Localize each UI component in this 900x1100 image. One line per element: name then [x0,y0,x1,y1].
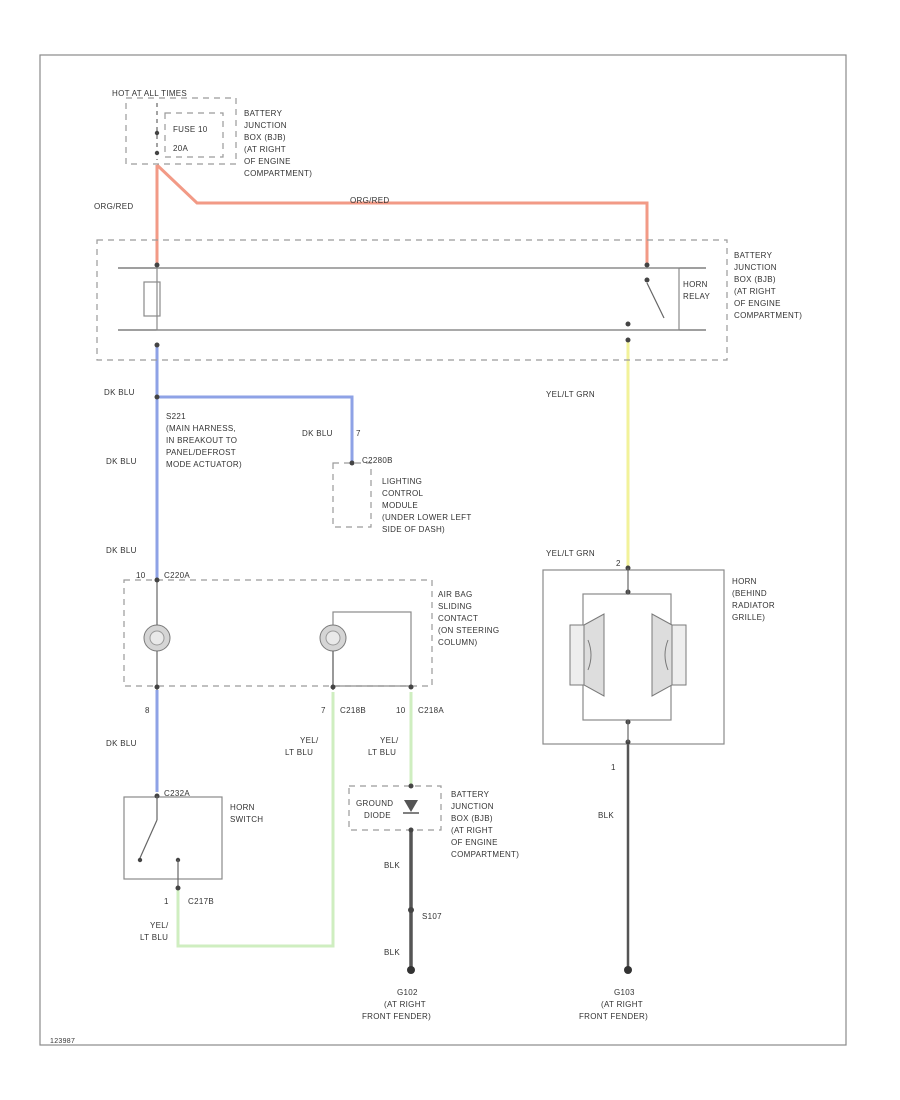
clockspring-pin-top: 10 [136,571,146,580]
ground-g103-icon [624,966,632,974]
lcm-pin: 7 [356,429,361,438]
splice-s221 [154,394,160,400]
wire-label-yel-lt-blu-1: YEL/ LT BLU [285,736,321,757]
lcm-connector: C2280B [362,456,393,465]
clockspring-connector-top: C220A [164,571,190,580]
horn-speaker-right-icon [651,613,687,697]
splice-s107-label: S107 [422,912,442,921]
horn-assembly [542,565,725,745]
wire-dk-blu-lcm [157,395,354,462]
ground-g102-location: (AT RIGHT FRONT FENDER) [362,1000,431,1021]
ground-diode-label: GROUND DIODE [356,799,396,820]
ground-g102-icon [407,966,415,974]
lcm-label: LIGHTING CONTROL MODULE (UNDER LOWER LEF… [382,477,474,534]
wire-label-yel-grn-2: YEL/LT GRN [546,549,595,558]
clockspring-connector-right: C218A [418,706,444,715]
clockspring-pin-left: 8 [145,706,150,715]
wire-label-blk-2: BLK [384,948,400,957]
clockspring-pin-right: 10 [396,706,406,715]
fuse-name: FUSE 10 [173,125,208,134]
horn-pin-bottom: 1 [611,763,616,772]
bjb-top-label: BATTERY JUNCTION BOX (BJB) (AT RIGHT OF … [244,109,312,178]
ground-diode [348,783,442,833]
wire-label-dk-blu-lcm: DK BLU [302,429,333,438]
bjb-bottom-label: BATTERY JUNCTION BOX (BJB) (AT RIGHT OF … [451,790,519,859]
relay-coil [143,281,161,317]
wire-label-dk-blu-3: DK BLU [106,546,137,555]
wire-label-blk-1: BLK [384,861,400,870]
horn-switch-connector-bottom: C217B [188,897,214,906]
fuse-10 [125,97,237,165]
splice-s107 [408,907,414,913]
horn-switch-contact [139,819,158,859]
horn-relay-label: HORN RELAY [683,280,711,301]
figure-id: 123987 [50,1038,75,1045]
wire-yel-lt-blu-switch [176,692,335,948]
wire-label-yel-grn-1: YEL/LT GRN [546,390,595,399]
wire-label-yel-lt-blu-3: YEL/ LT BLU [140,921,171,942]
horn-switch-label: HORN SWITCH [230,803,263,824]
diagram-frame [39,54,847,1046]
clockspring-connector-mid: C218B [340,706,366,715]
ground-g103-location: (AT RIGHT FRONT FENDER) [579,1000,648,1021]
splice-s221-note: S221 (MAIN HARNESS, IN BREAKOUT TO PANEL… [166,412,242,469]
horn-pin-top: 2 [616,559,621,568]
ground-g103-id: G103 [614,988,635,997]
horn-switch [123,793,223,891]
ground-g102-id: G102 [397,988,418,997]
hot-at-all-times-label: HOT AT ALL TIMES [112,89,187,98]
horn-relay [96,239,728,361]
relay-switch-contact [646,282,665,319]
horn-switch-connector-top: C232A [164,789,190,798]
wire-label-dk-blu-4: DK BLU [106,739,137,748]
wire-label-org-red-left: ORG/RED [94,202,133,211]
horn-label: HORN (BEHIND RADIATOR GRILLE) [732,577,778,622]
lighting-control-module [332,460,372,528]
fuse-rating: 20A [173,144,188,153]
wire-label-blk-3: BLK [598,811,614,820]
wire-label-org-red-top: ORG/RED [350,196,389,205]
clockspring-pin-mid: 7 [321,706,326,715]
wire-org-red [155,163,649,265]
horn-speaker-left-icon [569,613,605,697]
air-bag-sliding-contact [123,577,433,690]
wire-label-dk-blu-2: DK BLU [106,457,137,466]
wire-label-yel-lt-blu-2: YEL/ LT BLU [368,736,401,757]
wire-label-dk-blu-1: DK BLU [104,388,135,397]
bjb-mid-label: BATTERY JUNCTION BOX (BJB) (AT RIGHT OF … [734,251,802,320]
clockspring-label: AIR BAG SLIDING CONTACT (ON STEERING COL… [438,590,502,647]
horn-switch-pin-bottom: 1 [164,897,169,906]
